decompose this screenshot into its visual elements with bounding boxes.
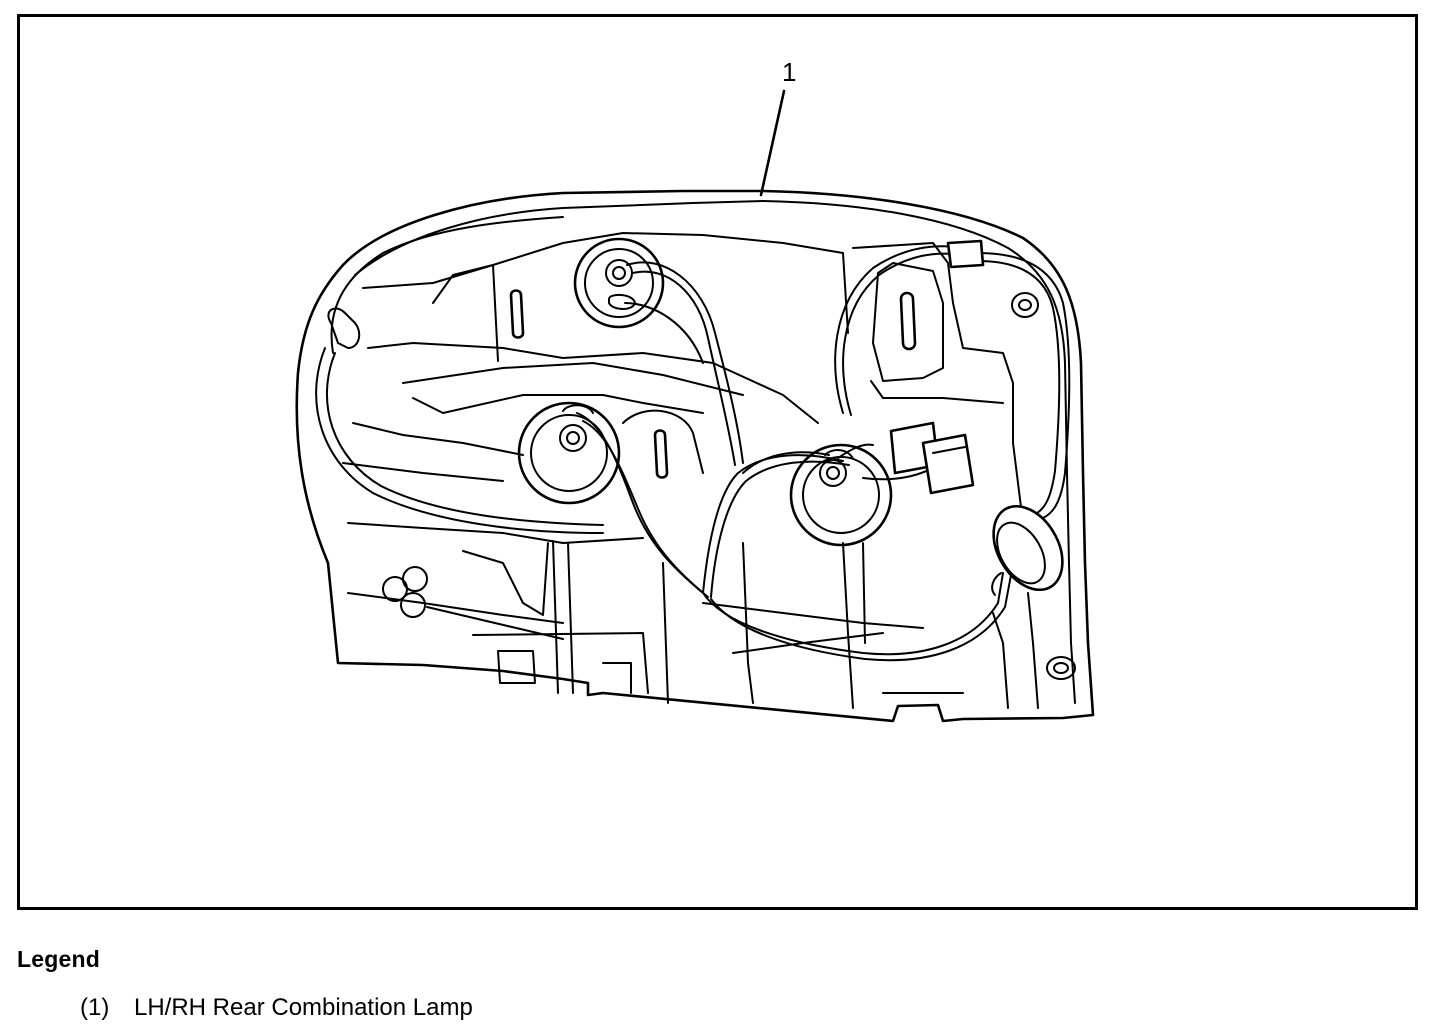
harness-grommet xyxy=(991,504,1064,596)
rear-combination-lamp-drawing: 1 xyxy=(295,57,1095,723)
harness-connector xyxy=(889,421,975,495)
legend-item-number: (1) xyxy=(80,994,110,1021)
bulb-socket-upper xyxy=(573,237,665,329)
legend-item-label: LH/RH Rear Combination Lamp xyxy=(134,994,473,1021)
bulb-socket-left xyxy=(517,401,621,505)
callout-1-label: 1 xyxy=(782,57,796,87)
lamp-housing xyxy=(295,189,1095,723)
wiring-harness xyxy=(315,239,1071,662)
legend-item: (1) LH/RH Rear Combination Lamp xyxy=(80,994,473,1022)
figure-frame: 1 xyxy=(17,14,1418,910)
legend-heading: Legend xyxy=(17,946,100,972)
callout-1-leader xyxy=(759,89,786,197)
